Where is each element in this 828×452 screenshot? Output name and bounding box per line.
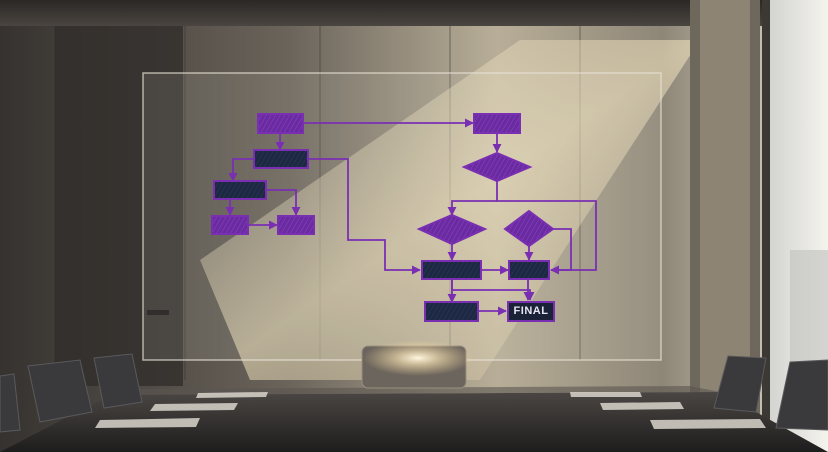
door-handle: [147, 310, 169, 315]
chairs-left: [0, 353, 143, 433]
flowchart-connectors: [225, 118, 597, 316]
door-panel: [55, 26, 183, 386]
flow-node-left-b: [277, 215, 315, 235]
final-node-label: FINAL: [513, 305, 549, 317]
flow-node-start: [257, 113, 304, 134]
flow-node-process-b: [213, 180, 267, 200]
flow-node-final: [507, 301, 555, 322]
flow-decision-left: [416, 213, 488, 246]
flow-node-merge-left: [421, 260, 482, 280]
flow-node-merge-right: [508, 260, 550, 280]
flow-decision-right: [503, 209, 555, 248]
city-outside: [790, 250, 828, 370]
flow-node-left-a: [211, 215, 249, 235]
flowchart-nodes: [211, 113, 555, 322]
light-flare: [363, 340, 473, 376]
chairs-right: [713, 355, 828, 431]
flow-node-process-a: [253, 149, 309, 169]
table-papers: [95, 392, 766, 429]
flow-node-top-right: [473, 113, 521, 134]
flow-decision-top: [461, 151, 533, 183]
window-frame: [762, 0, 770, 452]
flow-node-pre-final: [424, 301, 479, 322]
